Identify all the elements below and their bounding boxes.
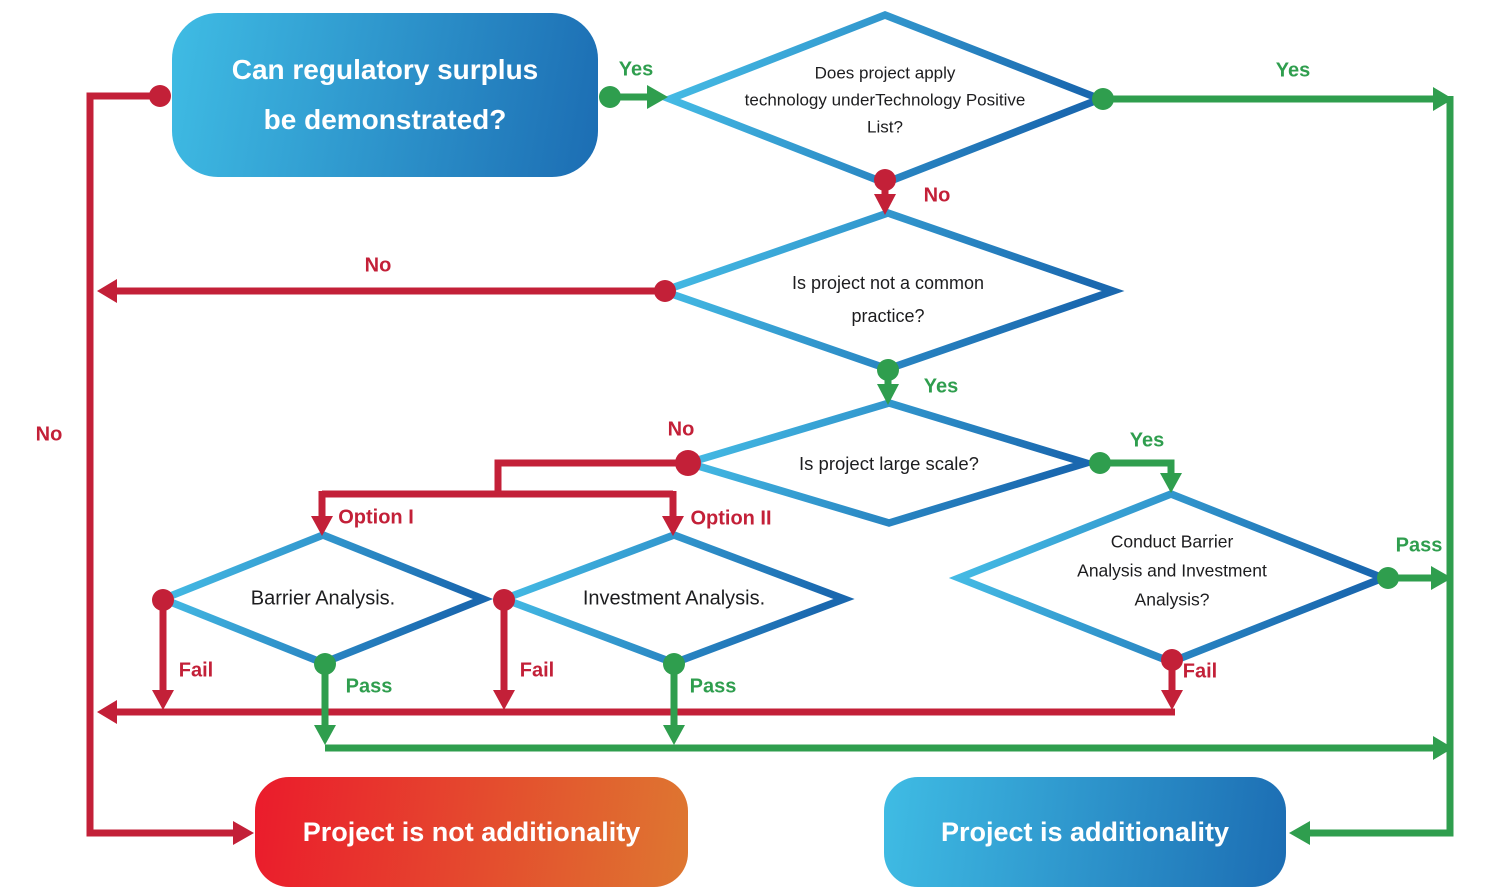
arrow-option1 <box>311 516 333 536</box>
label-no-tech: No <box>923 184 951 207</box>
arrow-into-additional <box>1289 821 1310 845</box>
edge-largescale-no-elbow <box>494 459 688 491</box>
arrow-investment-fail <box>493 690 515 710</box>
tech-list-line1: Does project apply <box>814 63 956 83</box>
junction-investment-bottom <box>663 653 685 675</box>
junction-tech-right <box>1092 88 1114 110</box>
decision-tech-positive-list-text: Does project apply technology underTechn… <box>745 60 1026 141</box>
conduct-both-line3: Analysis? <box>1134 589 1210 610</box>
junction-start-right <box>599 86 621 108</box>
not-additional-box: Project is not additionality <box>255 777 688 887</box>
common-practice-line1: Is project not a common <box>791 273 985 293</box>
label-pass-conduct: Pass <box>1395 534 1443 557</box>
arrow-option2 <box>662 516 684 536</box>
junction-conduct-bottom <box>1161 649 1183 671</box>
decision-diamonds <box>152 10 1394 668</box>
start-box: Can regulatory surplus be demonstrated? <box>172 13 598 177</box>
junction-start-left <box>149 85 171 107</box>
investment-analysis-line1: Investment Analysis. <box>582 587 766 610</box>
conduct-both-line2: Analysis and Investment <box>1077 560 1267 581</box>
edge-start-no-to-notadditional <box>86 92 235 837</box>
label-no-left-rail: No <box>35 423 63 446</box>
additional-label: Project is additionality <box>940 816 1230 847</box>
arrow-common-yes <box>877 384 899 405</box>
label-option-2: Option II <box>690 507 772 530</box>
junction-barrier-left <box>152 589 174 611</box>
junction-largescale-left <box>675 450 701 476</box>
arrow-common-no <box>97 279 117 303</box>
label-yes-start: Yes <box>618 58 654 81</box>
junction-common-left <box>654 280 676 302</box>
arrow-fail-bus-left <box>97 700 117 724</box>
arrow-pass-bus-right <box>1433 736 1453 760</box>
arrow-barrier-fail <box>152 690 174 710</box>
tech-list-line3: List? <box>867 117 903 137</box>
decision-conduct-both-text: Conduct Barrier Analysis and Investment … <box>1077 528 1267 615</box>
arrow-conduct-pass <box>1431 566 1452 590</box>
start-box-line2: be demonstrated? <box>263 104 507 135</box>
arrow-investment-pass <box>663 725 685 745</box>
label-yes-top-right: Yes <box>1275 59 1311 82</box>
arrow-largescale-yes <box>1160 473 1182 493</box>
junction-barrier-bottom <box>314 653 336 675</box>
additional-box: Project is additionality <box>884 777 1286 887</box>
red-connectors <box>86 85 1183 845</box>
decision-barrier-analysis-text: Barrier Analysis. <box>251 588 396 611</box>
common-practice-line2: practice? <box>851 306 925 326</box>
conduct-both-line1: Conduct Barrier <box>1110 531 1234 552</box>
label-pass-investment: Pass <box>689 675 737 698</box>
arrow-start-yes <box>647 85 668 109</box>
junction-largescale-right <box>1089 452 1111 474</box>
arrow-conduct-fail <box>1161 690 1183 710</box>
junction-conduct-right <box>1377 567 1399 589</box>
label-yes-large: Yes <box>1129 429 1165 452</box>
label-no-large: No <box>667 418 695 441</box>
large-scale-line1: Is project large scale? <box>799 453 979 474</box>
barrier-analysis-line1: Barrier Analysis. <box>250 587 396 610</box>
decision-investment-analysis-text: Investment Analysis. <box>583 588 765 611</box>
decision-large-scale-diamond <box>674 399 1099 527</box>
label-yes-common: Yes <box>923 375 959 398</box>
decision-large-scale-text: Is project large scale? <box>799 453 979 475</box>
label-pass-barrier: Pass <box>345 675 393 698</box>
label-fail-investment: Fail <box>519 659 555 682</box>
start-box-line1: Can regulatory surplus <box>231 54 539 85</box>
label-option-1: Option I <box>338 506 414 529</box>
arrow-tech-yes <box>1433 87 1453 111</box>
label-no-common: No <box>364 254 392 277</box>
junction-tech-bottom <box>874 169 896 191</box>
arrow-tech-no <box>874 194 896 215</box>
tech-list-line2: technology underTechnology Positive <box>744 90 1026 110</box>
not-additional-label: Project is not additionality <box>302 816 641 847</box>
decision-common-practice-text: Is project not a common practice? <box>792 267 984 333</box>
junction-common-bottom <box>877 359 899 381</box>
junction-investment-left <box>493 589 515 611</box>
edge-right-rail-to-additional <box>1306 96 1454 837</box>
label-fail-conduct: Fail <box>1182 660 1218 683</box>
arrow-into-notadditional <box>233 821 254 845</box>
edge-largescale-yes-elbow <box>1100 459 1175 476</box>
green-connectors <box>314 85 1454 845</box>
label-fail-barrier: Fail <box>178 659 214 682</box>
arrow-barrier-pass <box>314 725 336 745</box>
